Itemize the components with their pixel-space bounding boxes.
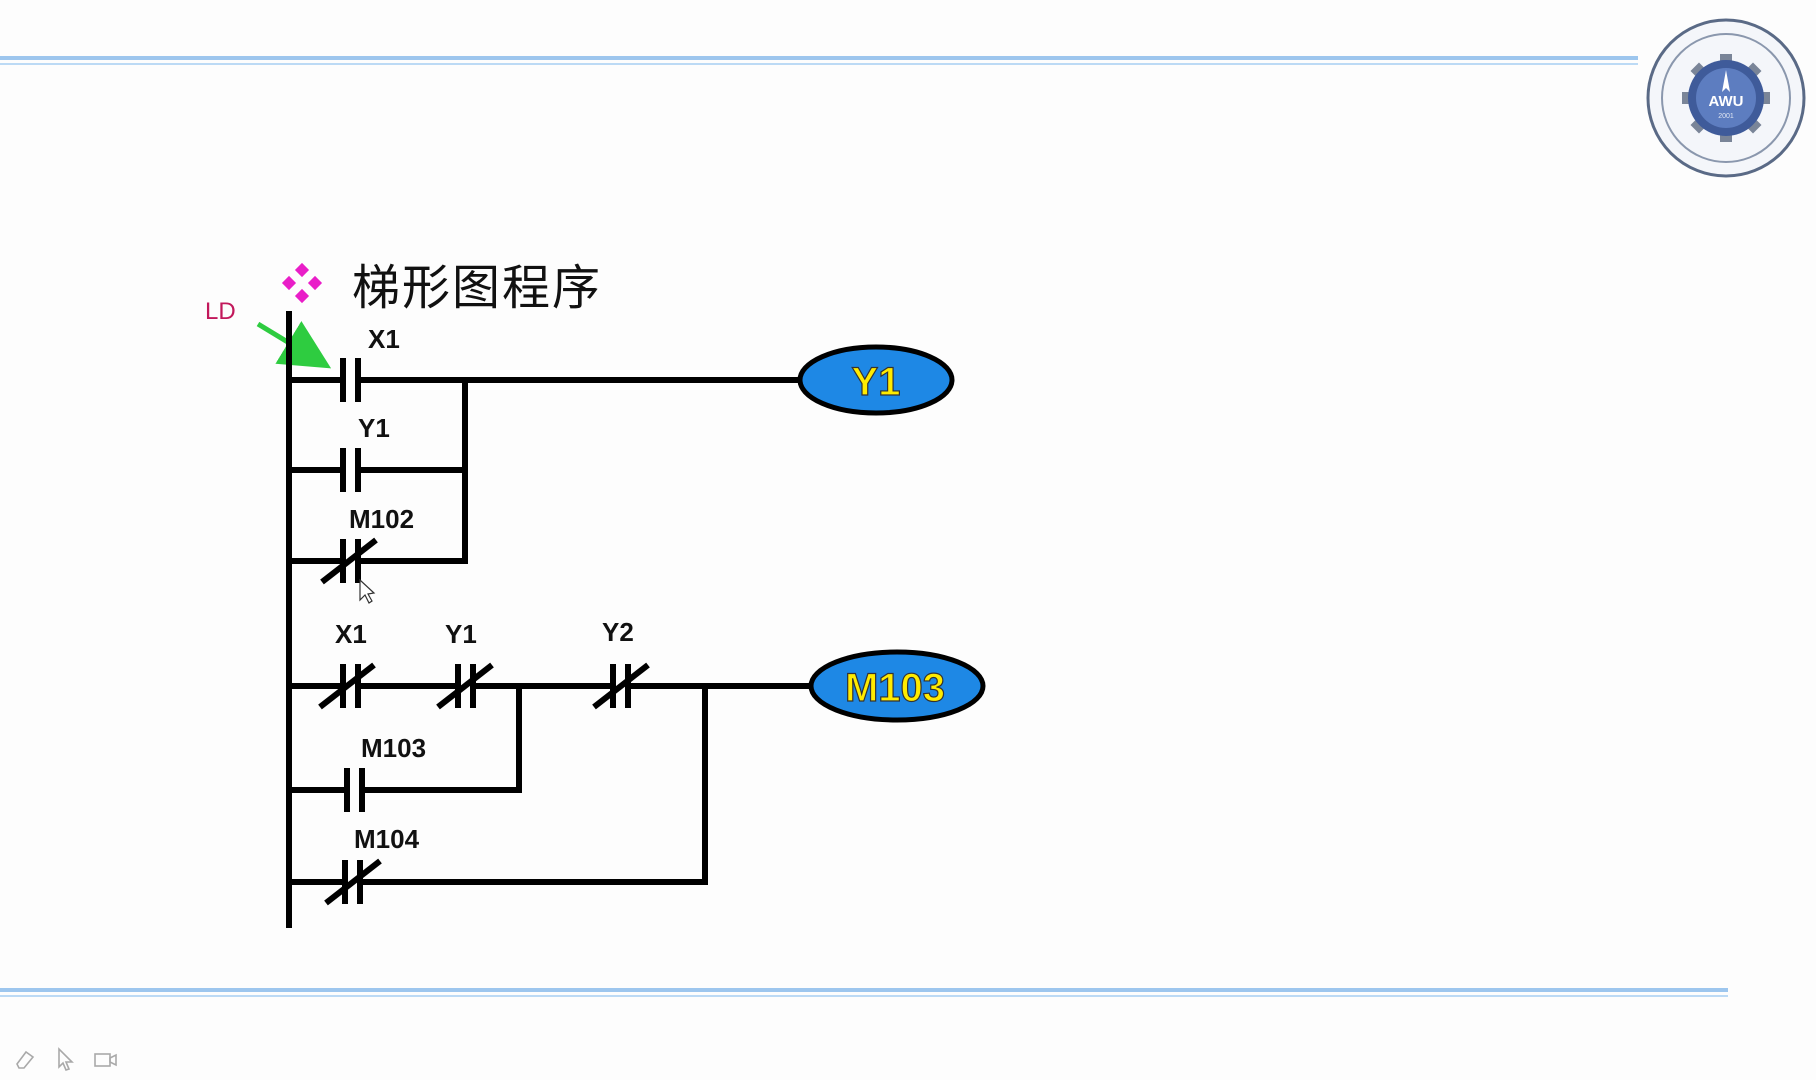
contact-label: M103 bbox=[361, 733, 426, 763]
contact-m102-nc bbox=[320, 537, 378, 585]
contact-m103-no bbox=[344, 768, 365, 812]
contact-x1-nc bbox=[318, 662, 376, 710]
contact-y1-nc bbox=[436, 662, 494, 710]
contact-y1-no bbox=[340, 448, 361, 492]
contact-label: Y1 bbox=[445, 619, 477, 649]
contact-label: M102 bbox=[349, 504, 414, 534]
contact-label: X1 bbox=[335, 619, 367, 649]
bottom-rule bbox=[0, 988, 1728, 997]
mouse-cursor-icon bbox=[359, 578, 376, 604]
slide-title-row: 梯形图程序 bbox=[281, 248, 603, 318]
contact-label: Y2 bbox=[602, 617, 634, 647]
contact-label: M104 bbox=[354, 824, 420, 854]
ld-annotation: LD bbox=[205, 298, 236, 325]
contact-label: Y1 bbox=[358, 413, 390, 443]
coil-label: M103 bbox=[845, 666, 945, 710]
diamond-bullet-icon bbox=[281, 262, 323, 304]
contact-x1-no bbox=[340, 358, 361, 402]
ladder-diagram: X1 Y1 M102 Y1 X1 Y1 Y2 M103 M104 M103 bbox=[256, 311, 986, 928]
university-seal-logo: AWU 2001 bbox=[1646, 18, 1806, 178]
contact-m104-nc bbox=[324, 858, 382, 906]
coil-y1: Y1 bbox=[797, 344, 955, 416]
coil-m103: M103 bbox=[808, 649, 986, 723]
seal-year: 2001 bbox=[1718, 113, 1734, 120]
camera-icon[interactable] bbox=[92, 1046, 118, 1072]
seal-acronym: AWU bbox=[1709, 93, 1744, 110]
coil-label: Y1 bbox=[852, 360, 901, 404]
slide-title: 梯形图程序 bbox=[352, 260, 603, 316]
top-rule bbox=[0, 56, 1638, 65]
contact-label: X1 bbox=[368, 324, 400, 354]
eraser-icon[interactable] bbox=[12, 1046, 38, 1072]
presentation-toolbar bbox=[12, 1046, 118, 1072]
pointer-icon[interactable] bbox=[52, 1046, 78, 1072]
contact-y2-nc bbox=[592, 662, 650, 710]
